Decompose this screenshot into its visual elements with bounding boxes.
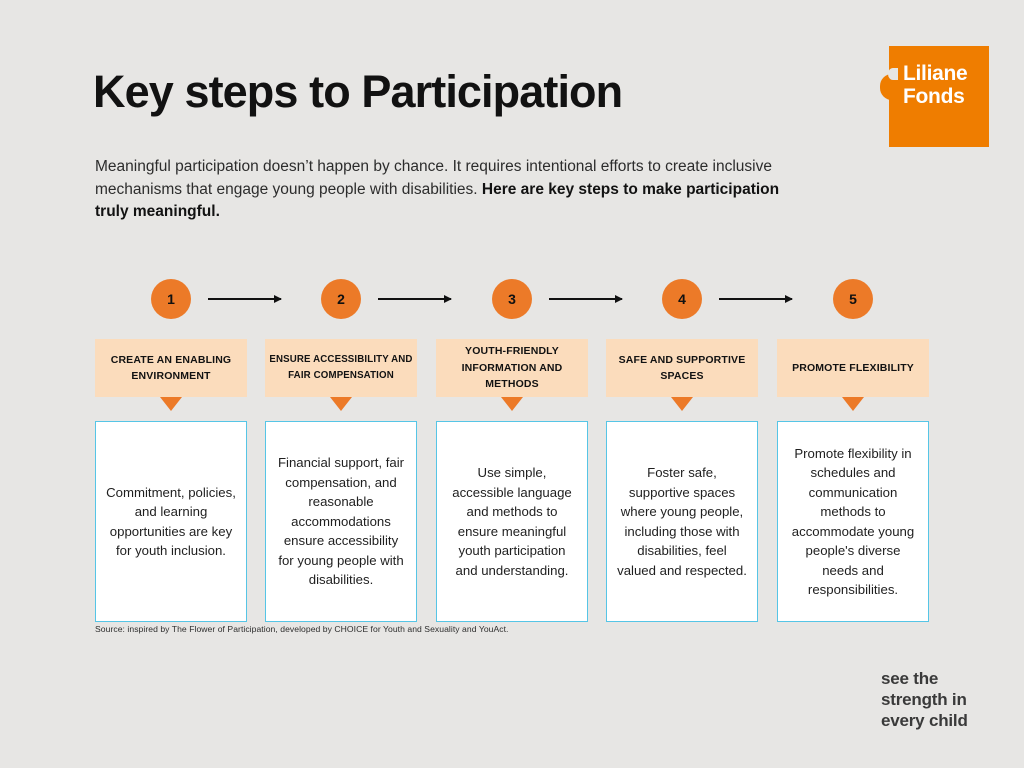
step-arrow-2-to-3 [378, 295, 452, 303]
triangle-pointer-icon-1 [160, 397, 182, 411]
step-heading-5-text: PROMOTE FLEXIBILITY [792, 361, 914, 374]
brand-tagline: see the strength in every child [881, 669, 968, 730]
step-circle-5[interactable]: 5 [833, 279, 873, 319]
page-title: Key steps to Participation [93, 66, 623, 117]
logo-notch-cutout [888, 68, 898, 80]
step-heading-1-text: CREATE AN ENABLING ENVIRONMENT [110, 353, 232, 383]
step-card-5: Promote flexibility in schedules and com… [777, 421, 929, 622]
step-col-4: 4 [606, 279, 758, 321]
step-arrow-3-to-4 [549, 295, 623, 303]
step-arrow-1-to-2 [208, 295, 282, 303]
liliane-fonds-logo: Liliane Fonds [880, 46, 989, 147]
step-card-2: Financial support, fair compensation, an… [265, 421, 417, 622]
triangle-pointer-icon-4 [671, 397, 693, 411]
step-card-1: Commitment, policies, and learning oppor… [95, 421, 247, 622]
step-number-row: 1 2 3 4 5 [95, 279, 929, 321]
triangle-pointer-icon-2 [330, 397, 352, 411]
step-circle-1[interactable]: 1 [151, 279, 191, 319]
source-note: Source: inspired by The Flower of Partic… [95, 624, 509, 634]
step-card-5-text: Promote flexibility in schedules and com… [791, 445, 915, 598]
intro-line-2: create inclusive mechanisms that engage … [95, 158, 772, 198]
step-circle-2[interactable]: 2 [321, 279, 361, 319]
step-col-3: 3 [436, 279, 588, 321]
triangle-pointer-icon-5 [842, 397, 864, 411]
step-heading-2: ENSURE ACCESSIBILITY AND FAIR COMPENSATI… [265, 339, 417, 411]
logo-line-1: Liliane [903, 62, 968, 85]
intro-bold-line: Here are key steps to make participation… [95, 180, 780, 221]
step-circle-3[interactable]: 3 [492, 279, 532, 319]
step-card-3-text: Use simple, accessible language and meth… [452, 465, 572, 578]
step-card-2-text: Financial support, fair compensation, an… [277, 455, 405, 588]
logo-notch-shape [880, 74, 892, 100]
step-heading-5: PROMOTE FLEXIBILITY [777, 339, 929, 411]
intro-line-1: Meaningful participation doesn’t happen … [95, 158, 661, 175]
step-card-4: Foster safe, supportive spaces where you… [606, 421, 758, 622]
step-heading-3-text: YOUTH-FRIENDLY INFORMATION AND METHODS [461, 345, 563, 391]
step-col-2: 2 [265, 279, 417, 321]
triangle-pointer-icon-3 [501, 397, 523, 411]
step-col-1: 1 [95, 279, 247, 321]
logo-line-2: Fonds [903, 85, 965, 108]
step-heading-2-text: ENSURE ACCESSIBILITY AND FAIR COMPENSATI… [269, 353, 413, 382]
step-card-4-text: Foster safe, supportive spaces where you… [617, 465, 747, 578]
step-heading-4-text: SAFE AND SUPPORTIVE SPACES [618, 353, 746, 383]
step-col-5: 5 [777, 279, 929, 321]
step-circle-4[interactable]: 4 [662, 279, 702, 319]
step-card-3: Use simple, accessible language and meth… [436, 421, 588, 622]
step-heading-1: CREATE AN ENABLING ENVIRONMENT [95, 339, 247, 411]
step-heading-3: YOUTH-FRIENDLY INFORMATION AND METHODS [436, 339, 588, 411]
intro-paragraph: Meaningful participation doesn’t happen … [95, 156, 795, 224]
step-heading-4: SAFE AND SUPPORTIVE SPACES [606, 339, 758, 411]
step-card-1-text: Commitment, policies, and learning oppor… [106, 484, 236, 559]
step-arrow-4-to-5 [719, 295, 793, 303]
